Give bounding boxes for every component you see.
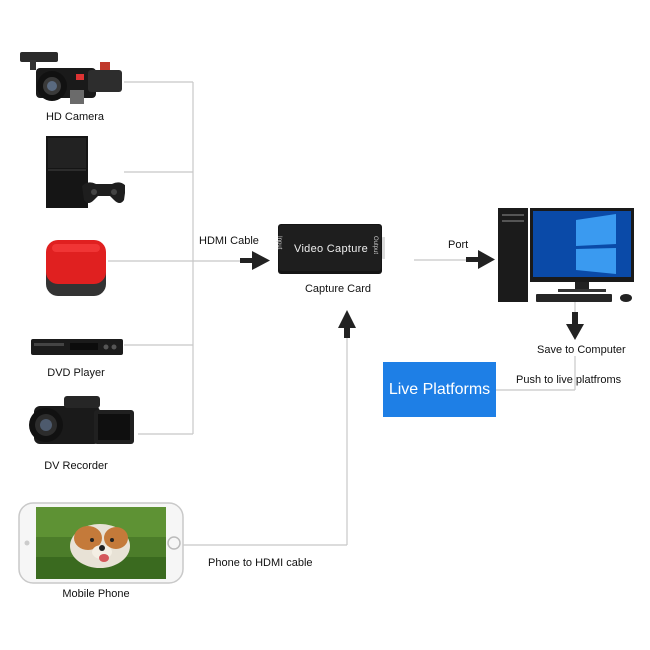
capture-card-label: Capture Card xyxy=(304,283,372,295)
game-console-icon xyxy=(46,136,125,208)
red-device-icon xyxy=(46,240,106,296)
port-label: Port xyxy=(448,239,469,251)
capture-card-input-text: Input xyxy=(276,236,282,250)
live-platforms-box: Live Platforms xyxy=(383,362,496,417)
arrow-port xyxy=(478,250,495,269)
arrow-phone xyxy=(338,310,356,328)
dv-recorder-label: DV Recorder xyxy=(44,460,108,472)
hdmi-cable-label: HDMI Cable xyxy=(199,235,259,247)
arrow-save xyxy=(566,324,584,340)
save-to-computer-label: Save to Computer xyxy=(537,344,626,356)
hd-camera-label: HD Camera xyxy=(45,111,105,123)
desktop-computer-icon xyxy=(498,208,634,302)
dvd-player-icon xyxy=(31,339,123,355)
arrow-hdmi xyxy=(252,251,270,270)
capture-card-body-text: Video Capture xyxy=(294,243,369,255)
capture-card-icon xyxy=(278,224,385,274)
mobile-phone-label: Mobile Phone xyxy=(62,588,130,600)
dvd-player-label: DVD Player xyxy=(47,367,105,379)
dv-recorder-icon xyxy=(29,396,134,444)
smartphone-icon xyxy=(18,502,184,584)
video-camera-icon xyxy=(20,52,122,104)
phone-to-hdmi-label: Phone to HDMI cable xyxy=(208,557,313,569)
push-to-live-label: Push to live platfroms xyxy=(516,374,622,386)
capture-card-output-text: Output xyxy=(372,236,378,255)
